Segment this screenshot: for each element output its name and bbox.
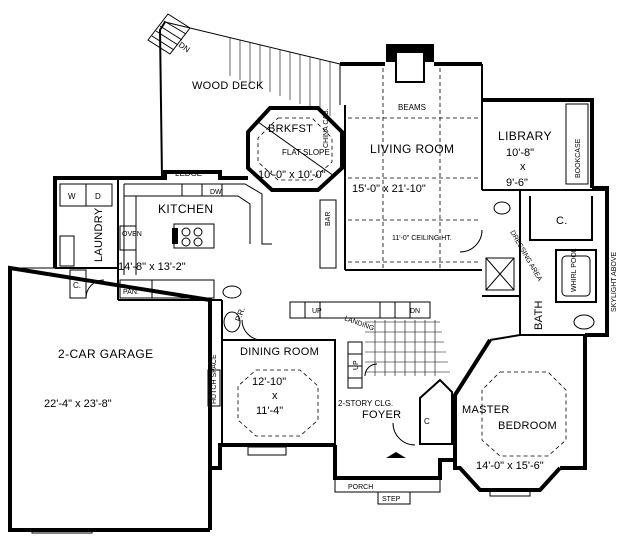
stairs: UP LANDING DN UP bbox=[289, 301, 431, 389]
library: BOOKCASE LIBRARY 10'-8" x 9'-6" bbox=[482, 103, 607, 191]
foyer: 2-STORY CLG. FOYER C bbox=[338, 320, 453, 458]
living-room-label: LIVING ROOM bbox=[370, 142, 454, 156]
kitchen: DW LEDGE OVEN KITCHEN 14'-8" x 13'-2" PA… bbox=[118, 169, 272, 301]
bar-label: BAR bbox=[325, 212, 332, 226]
ledge-label: LEDGE bbox=[175, 169, 202, 178]
oven-label: OVEN bbox=[122, 231, 142, 238]
foyer-up-label: UP bbox=[353, 360, 360, 370]
kitchen-dims: 14'-8" x 13'-2" bbox=[118, 261, 186, 273]
laundry: W D LAUNDRY C. bbox=[55, 178, 119, 300]
stair-up-label: UP bbox=[312, 308, 322, 315]
skylight-label: SKYLIGHT ABOVE bbox=[611, 251, 618, 312]
laundry-closet-label: C. bbox=[73, 281, 81, 290]
porch: PORCH STEP bbox=[31, 446, 531, 534]
master-dims: 14'-0" x 15'-6" bbox=[476, 460, 544, 472]
garage-dims: 22'-4" x 23'-8" bbox=[44, 398, 112, 410]
dining-room-label: DINING ROOM bbox=[240, 346, 319, 358]
living-room-dims: 15'-0" x 21'-10" bbox=[352, 183, 426, 195]
breakfast-nook: BRKFST FLAT SLOPE 10'-0" x 10'-0" bbox=[246, 106, 344, 192]
fireplace bbox=[395, 51, 425, 83]
hutch-space-label: HUTCH SPACE bbox=[211, 354, 218, 404]
master-bath: C. DRESSING AREA WHIRL POOL SKYLIGHT ABO… bbox=[482, 190, 618, 335]
dryer-label: D bbox=[95, 192, 101, 201]
living-room: BEAMS LIVING ROOM 15'-0" x 21'-10" 11'-0… bbox=[319, 68, 483, 271]
washer-label: W bbox=[68, 192, 76, 201]
master-label-2: BEDROOM bbox=[498, 420, 557, 432]
brkfst-note: FLAT SLOPE bbox=[282, 148, 330, 157]
pr-label: P.R. bbox=[233, 306, 246, 323]
library-dim-w: 10'-8" bbox=[506, 147, 534, 159]
master-bedroom: MASTER BEDROOM 14'-0" x 15'-6" bbox=[462, 334, 585, 472]
library-dim-d: 9'-6" bbox=[506, 177, 528, 189]
library-dim-x: x bbox=[520, 161, 526, 173]
whirlpool-label: WHIRL POOL bbox=[571, 248, 578, 292]
foyer-label: FOYER bbox=[362, 409, 401, 421]
china-cab-label: CHINA CAB. bbox=[323, 108, 330, 148]
stair-dn-label: DN bbox=[410, 308, 420, 315]
dressing-area-label: DRESSING AREA bbox=[508, 230, 543, 283]
master-closet-label: C. bbox=[556, 215, 568, 227]
brkfst-dims: 10'-0" x 10'-0" bbox=[258, 169, 326, 181]
island-sink bbox=[172, 228, 178, 244]
dining-dim-x: x bbox=[272, 390, 278, 402]
pan-label: PAN. bbox=[123, 289, 139, 296]
garage: 2-CAR GARAGE 22'-4" x 23'-8" bbox=[10, 267, 222, 410]
laundry-label: LAUNDRY bbox=[93, 207, 105, 262]
deck-stairs bbox=[147, 13, 191, 55]
dining-dim-w: 12'-10" bbox=[252, 376, 286, 388]
garage-label: 2-CAR GARAGE bbox=[58, 347, 154, 361]
two-story-label: 2-STORY CLG. bbox=[338, 399, 393, 408]
entry-arrow bbox=[386, 452, 406, 458]
exterior-walls bbox=[8, 44, 609, 532]
wood-deck-label: WOOD DECK bbox=[192, 80, 264, 92]
dining-room: HUTCH SPACE DINING ROOM 12'-10" x 11'-4" bbox=[207, 339, 336, 445]
porch-label: PORCH bbox=[348, 484, 373, 491]
kitchen-label: KITCHEN bbox=[158, 202, 213, 216]
foyer-closet-label: C bbox=[424, 417, 430, 426]
brkfst-label: BRKFST bbox=[268, 123, 313, 135]
dw-label: DW bbox=[210, 189, 222, 196]
step-label: STEP bbox=[382, 496, 401, 503]
dining-dim-d: 11'-4" bbox=[256, 405, 283, 417]
beams-label: BEAMS bbox=[398, 103, 426, 112]
library-label: LIBRARY bbox=[498, 129, 552, 143]
bath-label: BATH bbox=[533, 300, 545, 330]
master-label-1: MASTER bbox=[462, 404, 510, 416]
wood-deck-area: DN WOOD DECK bbox=[147, 13, 341, 179]
bookcase-label: BOOKCASE bbox=[575, 138, 582, 178]
powder-room: P.R. bbox=[221, 285, 263, 341]
ceiling-height-label: 11'-0" CEILING HT. bbox=[392, 235, 452, 242]
